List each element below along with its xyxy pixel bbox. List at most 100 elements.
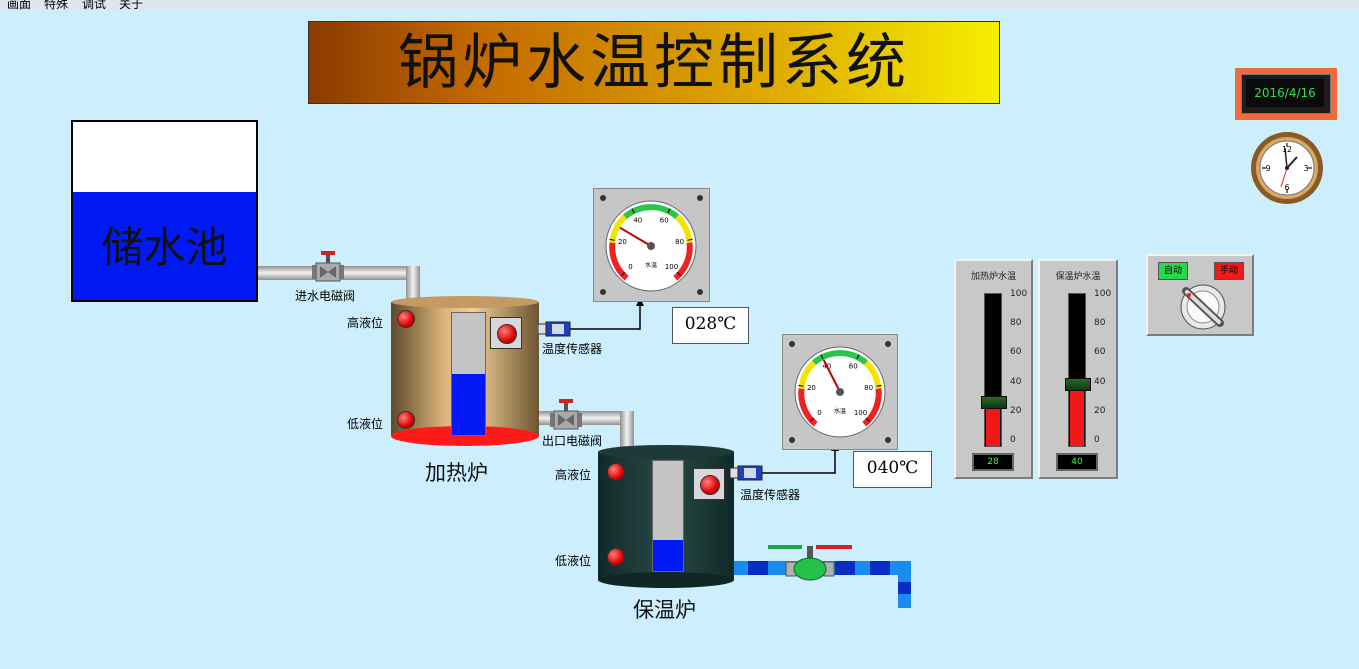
gauge-tick-mark (667, 208, 671, 214)
holding-furnace-water-level (653, 540, 683, 571)
bar-meter-tick-label: 0 (1010, 435, 1016, 445)
svg-text:9: 9 (1265, 164, 1270, 173)
manual-mode-button[interactable]: 手动 (1214, 262, 1244, 280)
bar-meter-tick-label: 100 (1010, 289, 1028, 299)
date-display: 2016/4/16 (1235, 68, 1337, 120)
holding-bar-scale: 100 80 60 40 20 0 (1092, 289, 1112, 449)
clock-icon: 12 3 6 9 (1251, 132, 1323, 204)
holding-furnace-run-button[interactable] (693, 468, 725, 500)
gauge-tick-label: 40 (633, 217, 642, 225)
gauge-tick-label: 100 (665, 263, 678, 271)
heating-bar-track (981, 293, 1007, 447)
heating-bar-fill (986, 404, 1000, 446)
holding-bar-readout: 40 (1056, 453, 1098, 471)
gauge-needle (822, 359, 841, 393)
reservoir-water-level (73, 192, 256, 300)
gauge-tick-mark (865, 417, 871, 423)
auto-mode-button[interactable]: 自动 (1158, 262, 1188, 280)
date-display-frame: 2016/4/16 (1241, 74, 1331, 114)
bar-meter-tick-label: 0 (1094, 435, 1100, 445)
reservoir-label: 储水池 (101, 223, 228, 272)
heating-furnace-label: 加热炉 (425, 461, 488, 485)
heating-sensor-label: 温度传感器 (542, 342, 603, 356)
gauge-label: 水温 (834, 407, 846, 415)
bar-meter-tick-label: 20 (1010, 405, 1022, 416)
heating-furnace-run-button[interactable] (490, 317, 522, 349)
gauge-tick-mark (798, 384, 804, 387)
svg-text:3: 3 (1303, 164, 1308, 173)
gauge-needle (619, 226, 652, 247)
holding-furnace-label: 保温炉 (633, 598, 696, 622)
bar-meter-tick-label: 40 (1010, 376, 1022, 387)
heating-furnace-water-level (452, 374, 485, 435)
heating-bar-scale: 100 80 60 40 20 0 (1008, 289, 1028, 449)
bar-meter-tick-label: 40 (1094, 376, 1106, 387)
heating-bar-marker (981, 396, 1007, 409)
mode-selector-knob[interactable] (1178, 282, 1228, 332)
holding-bar-meter: 保温炉水温 100 80 60 40 20 0 40 (1038, 259, 1118, 479)
heating-high-level-label: 高液位 (347, 316, 384, 330)
svg-text:12: 12 (1282, 145, 1292, 154)
heating-low-level-indicator (397, 411, 415, 429)
discharge-valve-icon[interactable] (766, 542, 854, 582)
gauge-tick-mark (609, 238, 615, 241)
gauge-tick-label: 0 (628, 263, 632, 271)
menu-bar: 画面 特殊 调试 关于 (0, 0, 1359, 10)
bar-meter-tick-label: 20 (1094, 405, 1106, 416)
bar-meter-tick-label: 80 (1010, 318, 1022, 329)
gauge-tick-mark (876, 384, 882, 387)
heating-temperature-display: 028℃ (672, 307, 749, 344)
gauge-tick-label: 20 (807, 384, 816, 392)
gauge-tick-mark (856, 354, 860, 360)
gauge-tick-label: 100 (854, 409, 867, 417)
heating-high-level-indicator (397, 310, 415, 328)
gauge-tick-label: 20 (618, 238, 627, 246)
menu-item-debug[interactable]: 调试 (82, 0, 107, 10)
holding-high-level-indicator (607, 463, 625, 481)
holding-bar-marker (1065, 378, 1091, 391)
menu-item-about[interactable]: 关于 (119, 0, 144, 10)
gauge-tick-mark (820, 354, 824, 360)
heating-bar-meter-title: 加热炉水温 (970, 272, 1016, 282)
holding-low-level-indicator (607, 548, 625, 566)
outlet-valve-icon[interactable] (550, 399, 582, 431)
holding-bar-fill (1070, 386, 1084, 446)
title-banner: 锅炉水温控制系统 (308, 21, 1000, 104)
gauge-label: 水温 (645, 261, 657, 269)
holding-bar-meter-title: 保温炉水温 (1055, 272, 1101, 282)
menu-item-special[interactable]: 特殊 (44, 0, 69, 10)
outlet-valve-label: 出口电磁阀 (542, 434, 603, 448)
bar-meter-tick-label: 60 (1094, 347, 1106, 358)
gauge-tick-mark (620, 271, 626, 277)
page-title: 锅炉水温控制系统 (398, 27, 910, 98)
heating-furnace-level-gauge (451, 312, 486, 436)
holding-low-level-label: 低液位 (555, 554, 592, 568)
mode-switch-panel: 自动 手动 (1146, 254, 1254, 336)
holding-high-level-label: 高液位 (555, 468, 592, 482)
inlet-valve-icon[interactable] (312, 251, 344, 285)
bar-meter-tick-label: 80 (1094, 318, 1106, 329)
temperature-sensor-icon (730, 465, 763, 481)
bar-meter-tick-label: 60 (1010, 347, 1022, 358)
date-text: 2016/4/16 (1246, 79, 1324, 107)
gauge-tick-mark (809, 417, 815, 423)
heating-temperature-gauge: 0 20 40 60 80 100 水温 (593, 188, 710, 302)
holding-bar-track (1065, 293, 1091, 447)
gauge-tick-label: 80 (675, 238, 684, 246)
holding-sensor-label: 温度传感器 (740, 488, 801, 502)
bar-meter-tick-label: 100 (1094, 289, 1112, 299)
heating-low-level-label: 低液位 (347, 417, 384, 431)
gauge-tick-mark (676, 271, 682, 277)
menu-item-screen[interactable]: 画面 (7, 0, 32, 10)
gauge-tick-mark (631, 208, 635, 214)
inlet-valve-label: 进水电磁阀 (295, 289, 356, 303)
gauge-tick-label: 60 (660, 217, 669, 225)
reservoir-tank: 储水池 (71, 120, 258, 302)
gauge-tick-label: 80 (864, 384, 873, 392)
gauge-tick-label: 0 (817, 409, 821, 417)
gauge-tick-label: 60 (849, 363, 858, 371)
holding-furnace-level-gauge (652, 460, 684, 572)
gauge-tick-mark (687, 238, 693, 241)
